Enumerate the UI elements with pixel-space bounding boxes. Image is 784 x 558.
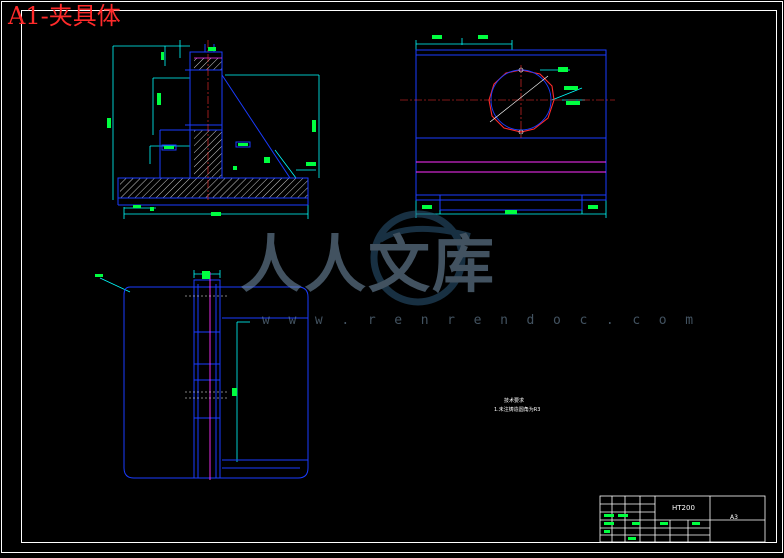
- title-block-scale: A3: [730, 514, 738, 521]
- top-view: [95, 270, 309, 480]
- drawing-title: A1-夹具体: [8, 2, 121, 30]
- title-block: [599, 495, 766, 543]
- watermark-text: 人人文库: [240, 228, 496, 301]
- inner-frame: [21, 10, 777, 543]
- front-view: [107, 40, 320, 219]
- watermark-url: w w w . r e n r e n d o c . c o m: [262, 313, 699, 328]
- technical-requirements-item: 1.未注铸造圆角为R3: [494, 407, 541, 413]
- technical-requirements-heading: 技术要求: [504, 398, 525, 404]
- side-view: [400, 35, 615, 218]
- watermark-logo: 人人文库: [240, 210, 496, 306]
- title-block-material: HT200: [672, 504, 695, 512]
